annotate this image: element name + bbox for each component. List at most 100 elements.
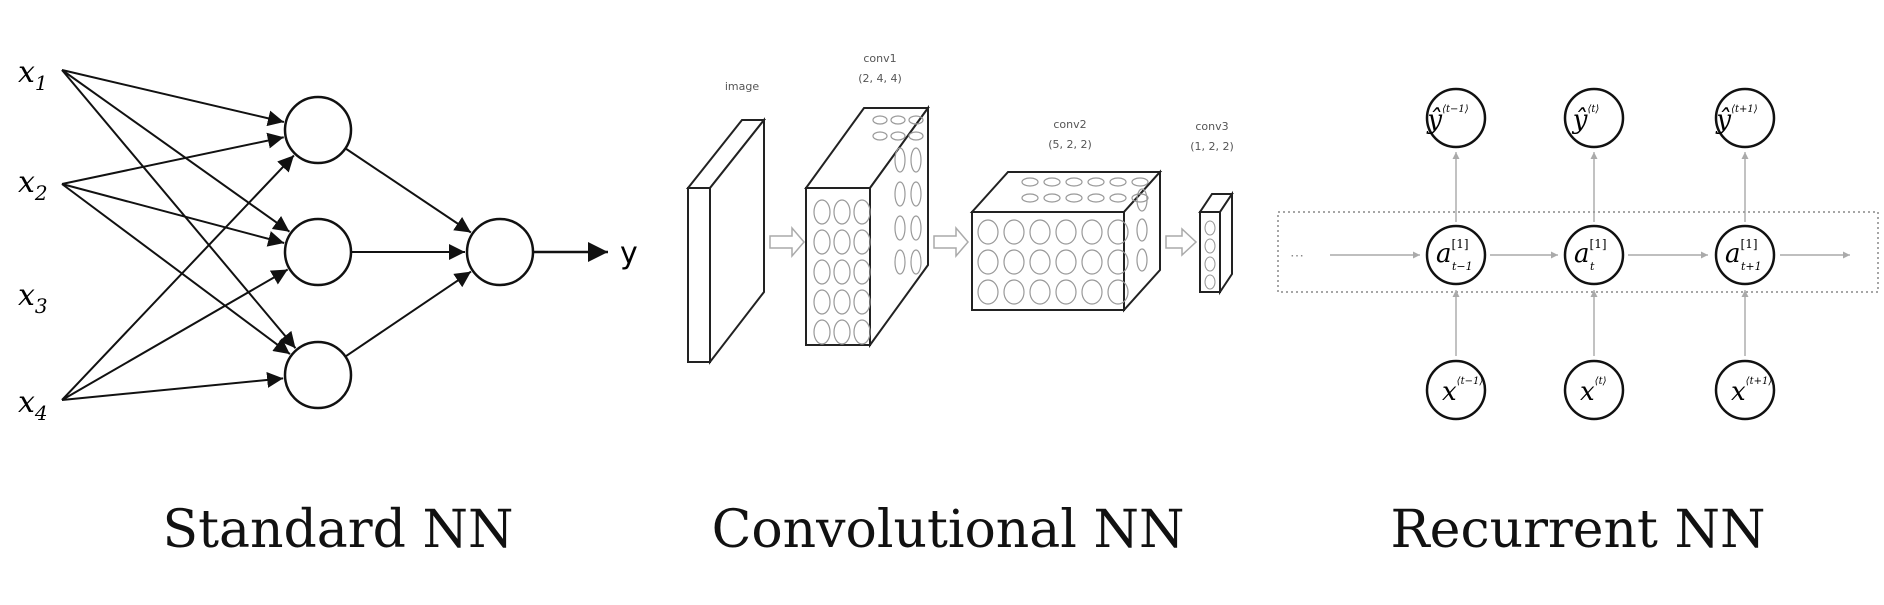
conv2-filter-mark [1021,177,1039,187]
arrow-conv1-conv2 [933,225,969,259]
conv1-filter-mark [894,181,906,207]
conv3-filter-mark [1204,220,1216,236]
conv2-filter-mark [1043,193,1061,203]
conv2-filter-mark [1029,219,1051,245]
rnn-input-label-1: x⟨t−1⟩ [1442,376,1483,407]
input-label-x3: x3 [18,278,48,318]
output-label: y [620,236,638,271]
conv3-filter-mark [1204,238,1216,254]
edge-x2-h2 [61,183,285,247]
conv1-filter-mark [853,259,871,285]
conv1-filter-mark [833,259,851,285]
edge-x4-h1 [61,154,295,401]
conv1-filter-mark [910,215,922,241]
conv2-filter-mark [1029,279,1051,305]
convolutional-nn-diagram: image conv1 (2, 4, 4) conv2 (5, 2, 2) co… [685,52,1234,365]
arrow-conv2-conv3 [1165,227,1198,257]
recurrent-nn-caption: Recurrent NN [1390,500,1766,560]
input-label-x4: x4 [18,385,48,425]
conv1-filter-mark [833,229,851,255]
conv3-layer-box [1198,190,1234,296]
conv1-filter-mark [853,319,871,345]
conv2-filter-mark [1065,177,1083,187]
hidden-node-2 [283,217,353,287]
rnn-output-label-2: ŷ⟨t⟩ [1572,104,1600,135]
hidden-node-1 [283,95,353,165]
conv1-filter-mark [910,181,922,207]
conv1-filter-mark [853,289,871,315]
rnn-step-2: ŷ⟨t⟩ a[1]t x⟨t⟩ [1563,87,1625,421]
arrow-image-conv1 [769,225,805,259]
conv3-filter-mark [1204,274,1216,290]
input-hidden-edges [61,69,472,401]
conv1-filter-mark [890,115,906,125]
rnn-input-node-1 [1425,359,1487,421]
conv2-filter-mark [977,279,999,305]
conv1-filter-mark [813,319,831,345]
conv2-filter-mark [1087,177,1105,187]
rnn-layer-box [1277,211,1879,293]
conv1-filter-mark [894,215,906,241]
conv1-filter-mark [872,131,888,141]
conv1-filter-mark [853,229,871,255]
rnn-hidden-node-1 [1425,224,1487,286]
rnn-output-label-3: ŷ⟨t+1⟩ [1715,104,1757,135]
conv3-layer-label: conv3 [1195,120,1228,133]
conv2-filter-mark [1136,248,1148,272]
conv1-filter-mark [910,147,922,173]
edge-x1-h1 [61,69,285,127]
rnn-step-1: ŷ⟨t−1⟩ a[1]t−1 x⟨t−1⟩ [1425,87,1487,421]
conv2-filter-mark [1109,193,1127,203]
conv1-filter-mark [894,147,906,173]
input-label-x2: x2 [18,165,48,205]
conv1-filter-mark [910,249,922,275]
image-layer-label: image [725,80,759,93]
rnn-step-3: ŷ⟨t+1⟩ a[1]t+1 x⟨t+1⟩ [1714,87,1776,421]
conv2-filter-mark [1107,249,1129,275]
edge-x2-h1 [61,132,284,185]
conv2-layer-label: conv2 [1053,118,1086,131]
rnn-input-label-2: x⟨t⟩ [1580,376,1607,407]
convolutional-nn-caption: Convolutional NN [711,500,1185,560]
conv2-layer-dims: (5, 2, 2) [1048,138,1092,151]
conv1-filter-mark [833,199,851,225]
conv2-filter-mark [1043,177,1061,187]
conv2-filter-mark [1081,219,1103,245]
standard-nn-caption: Standard NN [162,500,514,560]
output-node [465,217,535,287]
conv2-filter-mark [1081,249,1103,275]
conv1-filter-mark [908,115,924,125]
conv2-filter-mark [1029,249,1051,275]
layer-transition-arrows [769,225,1198,259]
conv2-filter-mark [1081,279,1103,305]
conv2-filter-mark [1003,249,1025,275]
conv2-layer-box [969,169,1163,313]
conv2-filter-mark [1107,279,1129,305]
conv3-filter-mark [1204,256,1216,272]
conv3-layer-dims: (1, 2, 2) [1190,140,1234,153]
conv1-filter-mark [853,199,871,225]
conv1-filter-mark [894,249,906,275]
conv1-filter-mark [908,131,924,141]
rnn-output-node-1 [1425,87,1487,149]
conv1-filter-mark [833,319,851,345]
conv2-filter-mark [1087,193,1105,203]
conv2-filter-mark [1109,177,1127,187]
recurrent-nn-diagram: ⋯ ŷ⟨t−1⟩ a[1]t−1 x⟨t−1⟩ ŷ⟨t⟩ a[1]t x⟨t⟩ … [1277,87,1879,421]
rnn-output-label-1: ŷ⟨t−1⟩ [1426,104,1468,135]
conv2-filter-mark [1131,177,1149,187]
conv1-filter-mark [833,289,851,315]
conv2-filter-mark [977,219,999,245]
edge-x4-h3 [61,371,284,401]
edge-x2-h3 [61,183,291,355]
standard-nn-diagram: x1 x2 x3 x4 y [18,55,638,425]
conv2-filter-mark [1003,279,1025,305]
conv2-filter-mark [1136,218,1148,242]
edge-x1-h3 [61,69,297,349]
conv2-filter-mark [1003,219,1025,245]
conv2-filter-mark [1055,249,1077,275]
conv2-filter-mark [977,249,999,275]
rnn-output-node-3 [1714,87,1776,149]
conv1-filter-mark [890,131,906,141]
